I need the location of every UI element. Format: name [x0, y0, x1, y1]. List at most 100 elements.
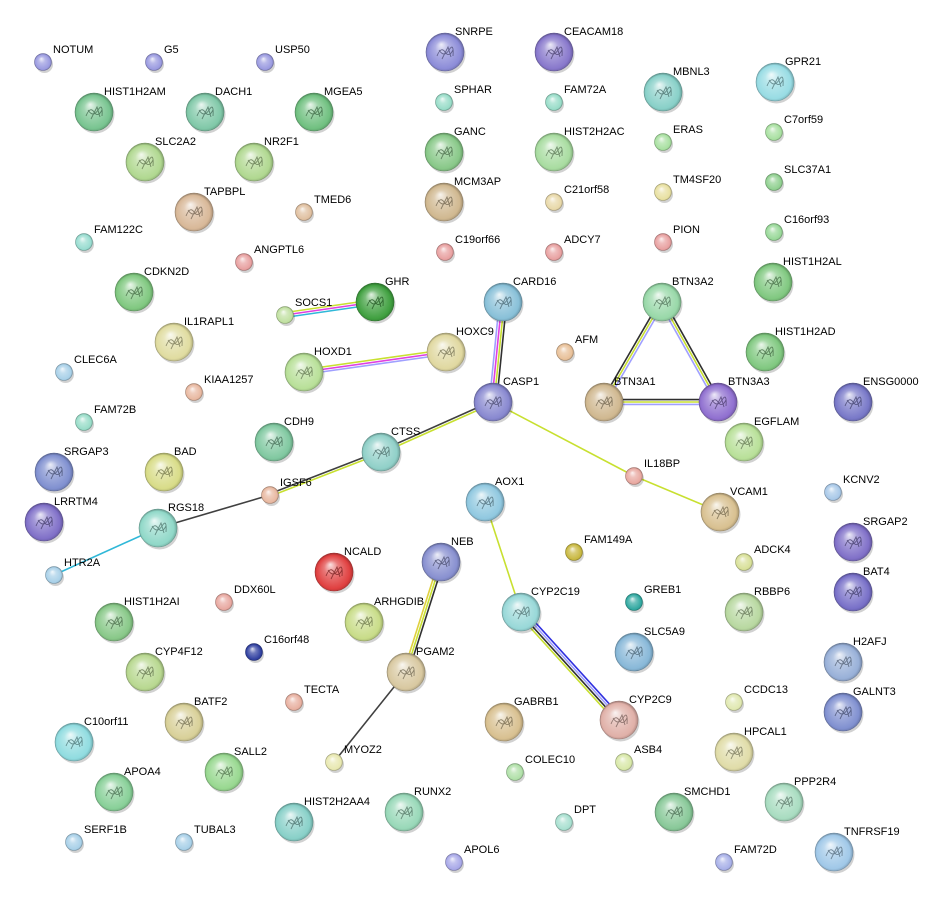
- node-sphere[interactable]: [45, 566, 63, 584]
- node-clec6a[interactable]: CLEC6A: [55, 354, 118, 383]
- node-il1rapl1[interactable]: IL1RAPL1: [154, 316, 234, 364]
- node-adck4[interactable]: ADCK4: [735, 544, 791, 573]
- node-casp1[interactable]: CASP1: [473, 376, 539, 424]
- node-greb1[interactable]: GREB1: [625, 584, 682, 613]
- node-tnfrsf19[interactable]: TNFRSF19: [814, 826, 900, 874]
- node-sphere[interactable]: [506, 763, 524, 781]
- node-sphere[interactable]: [215, 593, 233, 611]
- node-adcy7[interactable]: ADCY7: [545, 234, 601, 263]
- node-hoxd1[interactable]: HOXD1: [284, 346, 352, 394]
- node-slc5a9[interactable]: SLC5A9: [614, 626, 685, 674]
- node-hist1h2al[interactable]: HIST1H2AL: [753, 256, 842, 304]
- node-galnt3[interactable]: GALNT3: [823, 686, 896, 734]
- node-c19orf66[interactable]: C19orf66: [436, 234, 501, 263]
- node-c21orf58[interactable]: C21orf58: [545, 184, 610, 213]
- node-sphere[interactable]: [765, 223, 783, 241]
- node-bat4[interactable]: BAT4: [833, 566, 890, 614]
- edge-hoxd1-hoxc9[interactable]: [303, 348, 447, 376]
- node-sphere[interactable]: [735, 553, 753, 571]
- node-dach1[interactable]: DACH1: [185, 86, 252, 134]
- node-sphere[interactable]: [75, 233, 93, 251]
- node-rgs18[interactable]: RGS18: [138, 502, 204, 550]
- node-igsf6[interactable]: IGSF6: [261, 477, 312, 506]
- node-sphere[interactable]: [556, 343, 574, 361]
- node-g5[interactable]: G5: [145, 44, 179, 73]
- node-fam122c[interactable]: FAM122C: [75, 224, 143, 253]
- node-smchd1[interactable]: SMCHD1: [654, 786, 730, 834]
- node-pion[interactable]: PION: [654, 224, 700, 253]
- node-sphere[interactable]: [625, 467, 643, 485]
- node-tm4sf20[interactable]: TM4SF20: [654, 174, 722, 203]
- node-sphere[interactable]: [715, 853, 733, 871]
- node-slc37a1[interactable]: SLC37A1: [765, 164, 832, 193]
- node-card16[interactable]: CARD16: [483, 276, 556, 324]
- node-pgam2[interactable]: PGAM2: [386, 646, 455, 694]
- node-srgap2[interactable]: SRGAP2: [833, 516, 908, 564]
- node-ccdc13[interactable]: CCDC13: [725, 684, 789, 713]
- edge-casp1-il18bp[interactable]: [492, 401, 635, 477]
- node-mgea5[interactable]: MGEA5: [294, 86, 363, 134]
- node-hoxc9[interactable]: HOXC9: [426, 326, 494, 374]
- node-usp50[interactable]: USP50: [256, 44, 310, 73]
- node-ensg0000[interactable]: ENSG0000: [833, 376, 919, 424]
- node-colec10[interactable]: COLEC10: [506, 754, 576, 783]
- node-sphere[interactable]: [765, 123, 783, 141]
- node-tapbpl[interactable]: TAPBPL: [174, 186, 245, 234]
- node-sphere[interactable]: [625, 593, 643, 611]
- node-srgap3[interactable]: SRGAP3: [34, 446, 109, 494]
- node-fam72b[interactable]: FAM72B: [75, 404, 137, 433]
- node-dpt[interactable]: DPT: [555, 804, 597, 833]
- node-ppp2r4[interactable]: PPP2R4: [764, 776, 836, 824]
- node-tubal3[interactable]: TUBAL3: [175, 824, 236, 853]
- node-hist1h2ai[interactable]: HIST1H2AI: [94, 596, 180, 644]
- node-cyp2c9[interactable]: CYP2C9: [599, 694, 672, 742]
- node-hist2h2aa4[interactable]: HIST2H2AA4: [274, 796, 370, 844]
- node-neb[interactable]: NEB: [421, 536, 474, 584]
- node-sphere[interactable]: [261, 486, 279, 504]
- node-batf2[interactable]: BATF2: [164, 696, 227, 744]
- node-fam72d[interactable]: FAM72D: [715, 844, 777, 873]
- node-nr2f1[interactable]: NR2F1: [234, 136, 299, 184]
- node-btn3a3[interactable]: BTN3A3: [698, 376, 770, 424]
- node-ctss[interactable]: CTSS: [361, 426, 420, 474]
- node-sphar[interactable]: SPHAR: [435, 84, 492, 113]
- node-kiaa1257[interactable]: KIAA1257: [185, 374, 254, 403]
- node-sphere[interactable]: [55, 363, 73, 381]
- node-notum[interactable]: NOTUM: [34, 44, 94, 73]
- node-sphere[interactable]: [545, 193, 563, 211]
- node-angptl6[interactable]: ANGPTL6: [235, 244, 305, 273]
- node-snrpe[interactable]: SNRPE: [425, 26, 493, 74]
- node-eras[interactable]: ERAS: [654, 124, 703, 153]
- node-sphere[interactable]: [256, 53, 274, 71]
- node-gpr21[interactable]: GPR21: [755, 56, 821, 104]
- node-c16orf48[interactable]: C16orf48: [245, 634, 310, 663]
- node-arhgdib[interactable]: ARHGDIB: [344, 596, 424, 644]
- node-cdh9[interactable]: CDH9: [254, 416, 314, 464]
- node-sphere[interactable]: [175, 833, 193, 851]
- node-rbbp6[interactable]: RBBP6: [724, 586, 790, 634]
- node-sphere[interactable]: [725, 693, 743, 711]
- node-il18bp[interactable]: IL18BP: [625, 458, 681, 487]
- node-sphere[interactable]: [34, 53, 52, 71]
- edge-casp1-ctss[interactable]: [380, 400, 494, 454]
- node-bad[interactable]: BAD: [144, 446, 197, 494]
- node-sphere[interactable]: [285, 693, 303, 711]
- node-ganc[interactable]: GANC: [424, 126, 486, 174]
- node-c10orf11[interactable]: C10orf11: [54, 716, 128, 764]
- node-afm[interactable]: AFM: [556, 334, 599, 363]
- node-vcam1[interactable]: VCAM1: [700, 486, 768, 534]
- node-sphere[interactable]: [276, 306, 294, 324]
- node-c7orf59[interactable]: C7orf59: [765, 114, 824, 143]
- node-egflam[interactable]: EGFLAM: [724, 416, 799, 464]
- node-tmed6[interactable]: TMED6: [295, 194, 352, 223]
- node-cyp2c19[interactable]: CYP2C19: [501, 586, 580, 634]
- node-sphere[interactable]: [295, 203, 313, 221]
- node-ceacam18[interactable]: CEACAM18: [534, 26, 623, 74]
- node-cyp4f12[interactable]: CYP4F12: [125, 646, 203, 694]
- node-sphere[interactable]: [75, 413, 93, 431]
- node-myoz2[interactable]: MYOZ2: [325, 744, 382, 773]
- node-sphere[interactable]: [235, 253, 253, 271]
- node-slc2a2[interactable]: SLC2A2: [125, 136, 196, 184]
- node-sall2[interactable]: SALL2: [204, 746, 267, 794]
- node-hpcal1[interactable]: HPCAL1: [714, 726, 787, 774]
